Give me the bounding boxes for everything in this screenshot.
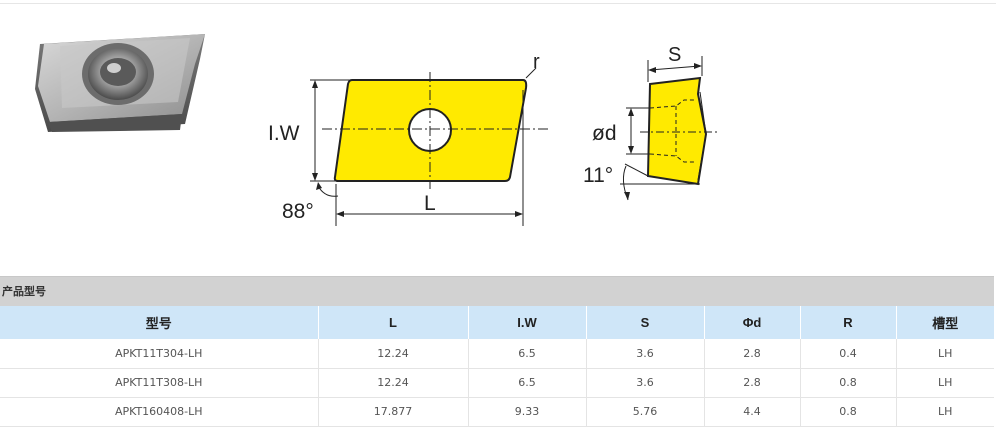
cell-l: 12.24 (318, 339, 469, 369)
cell-d: 2.8 (704, 339, 801, 369)
cell-groove: LH (896, 397, 994, 427)
label-d: ød (592, 122, 617, 145)
cell-r: 0.8 (800, 368, 897, 398)
table-header-row: 型号 L I.W S Φd R 槽型 (0, 306, 994, 339)
label-l: L (424, 192, 436, 215)
header-r: R (800, 306, 897, 339)
insert-illustration: r I.W L 88° S ød 11° (35, 34, 720, 226)
cell-model: APKT11T308-LH (0, 368, 319, 398)
cell-model: APKT160408-LH (0, 397, 319, 427)
cell-iw: 6.5 (468, 339, 587, 369)
cell-s: 3.6 (586, 368, 705, 398)
side-view-drawing (620, 56, 720, 201)
table-row: APKT160408-LH 17.877 9.33 5.76 4.4 0.8 L… (0, 397, 994, 427)
cell-l: 17.877 (318, 397, 469, 427)
cell-groove: LH (896, 339, 994, 369)
cell-iw: 6.5 (468, 368, 587, 398)
table-row: APKT11T308-LH 12.24 6.5 3.6 2.8 0.8 LH (0, 368, 994, 398)
cell-iw: 9.33 (468, 397, 587, 427)
cell-r: 0.8 (800, 397, 897, 427)
header-s: S (586, 306, 705, 339)
label-s: S (668, 44, 681, 66)
label-r: r (533, 51, 540, 73)
header-iw: I.W (468, 306, 587, 339)
label-iw: I.W (268, 122, 300, 145)
cell-model: APKT11T304-LH (0, 339, 319, 369)
cell-s: 5.76 (586, 397, 705, 427)
cell-l: 12.24 (318, 368, 469, 398)
cell-groove: LH (896, 368, 994, 398)
top-divider (0, 3, 996, 4)
cell-d: 4.4 (704, 397, 801, 427)
label-angle-11: 11° (583, 164, 613, 187)
table-row: APKT11T304-LH 12.24 6.5 3.6 2.8 0.4 LH (0, 339, 994, 369)
product-image-panel: r I.W L 88° S ød 11° (0, 4, 996, 260)
label-angle-88: 88° (282, 200, 314, 223)
header-groove: 槽型 (896, 306, 994, 339)
cell-d: 2.8 (704, 368, 801, 398)
header-model: 型号 (0, 306, 319, 339)
product-spec-table: 型号 L I.W S Φd R 槽型 APKT11T304-LH 12.24 6… (0, 306, 994, 427)
cell-s: 3.6 (586, 339, 705, 369)
header-d: Φd (704, 306, 801, 339)
front-view-drawing (310, 67, 548, 226)
insert-photo (35, 34, 205, 132)
cell-r: 0.4 (800, 339, 897, 369)
header-l: L (318, 306, 469, 339)
section-title: 产品型号 (0, 276, 994, 306)
